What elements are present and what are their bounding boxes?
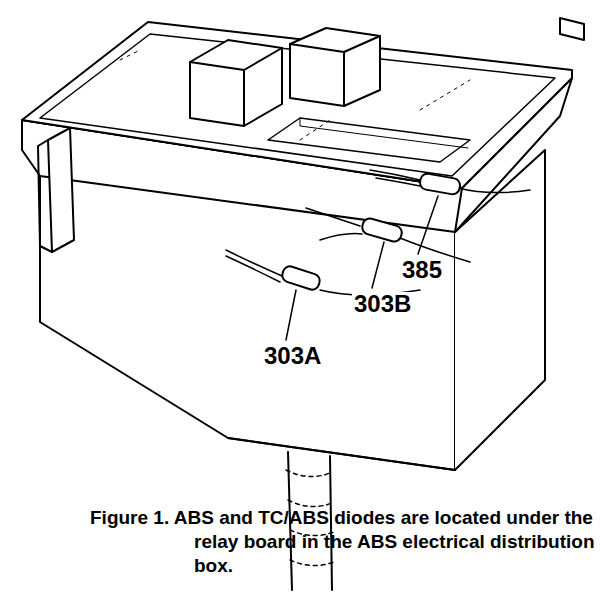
callout-number: 303A [262, 344, 323, 368]
callout-number: 303B [352, 292, 413, 316]
callout-number: 385 [400, 258, 444, 282]
figure-caption: Figure 1. ABS and TC/ABS diodes are loca… [90, 506, 602, 577]
